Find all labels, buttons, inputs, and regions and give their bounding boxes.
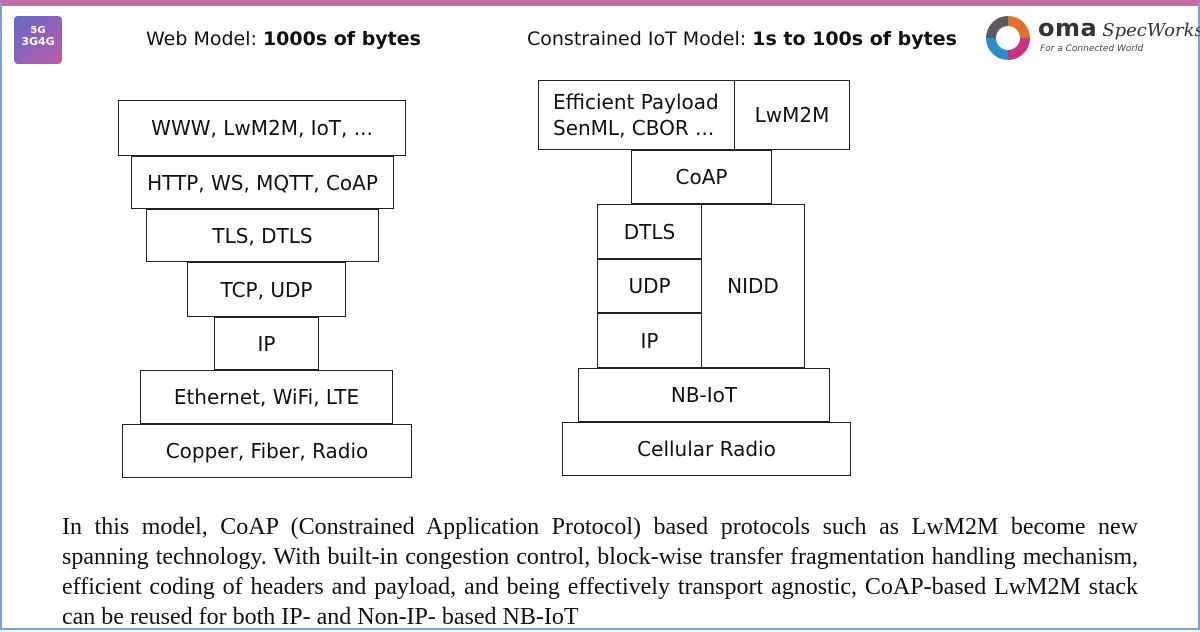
web-layer-security: TLS, DTLS [146, 209, 379, 262]
3g4g-logo: 5G 3G4G [14, 16, 62, 64]
iot-layer-payload: Efficient Payload SenML, CBOR ... [538, 80, 735, 150]
iot-layer-udp: UDP [597, 259, 702, 313]
iot-layer-cellular-radio: Cellular Radio [562, 422, 851, 476]
logo-5g-text: 5G [30, 25, 46, 36]
body-paragraph: In this model, CoAP (Constrained Applica… [62, 514, 1138, 630]
iot-layer-dtls: DTLS [597, 204, 702, 259]
iot-model-title: Constrained IoT Model: 1s to 100s of byt… [527, 28, 957, 50]
iot-layer-nidd: NIDD [701, 204, 805, 368]
logo-3g4g-text: 3G4G [21, 35, 55, 48]
oma-tagline: For a Connected World [1040, 44, 1144, 54]
web-layer-link: Ethernet, WiFi, LTE [140, 370, 393, 424]
web-layer-transport: TCP, UDP [187, 262, 346, 317]
payload-line2: SenML, CBOR ... [553, 116, 715, 140]
oma-logo-icon [986, 16, 1030, 60]
iot-layer-nbiot: NB-IoT [578, 368, 830, 422]
web-layer-protocols: HTTP, WS, MQTT, CoAP [131, 156, 394, 209]
web-layer-ip: IP [214, 317, 319, 370]
web-layer-application: WWW, LwM2M, IoT, ... [118, 100, 406, 156]
iot-layer-coap: CoAP [631, 150, 772, 204]
oma-wordmark: oma SpecWorks [1038, 14, 1200, 42]
payload-line1: Efficient Payload [553, 90, 719, 114]
iot-layer-lwm2m: LwM2M [734, 80, 850, 150]
web-layer-physical: Copper, Fiber, Radio [122, 424, 412, 478]
iot-layer-ip: IP [597, 313, 702, 368]
web-model-title: Web Model: 1000s of bytes [146, 28, 421, 50]
